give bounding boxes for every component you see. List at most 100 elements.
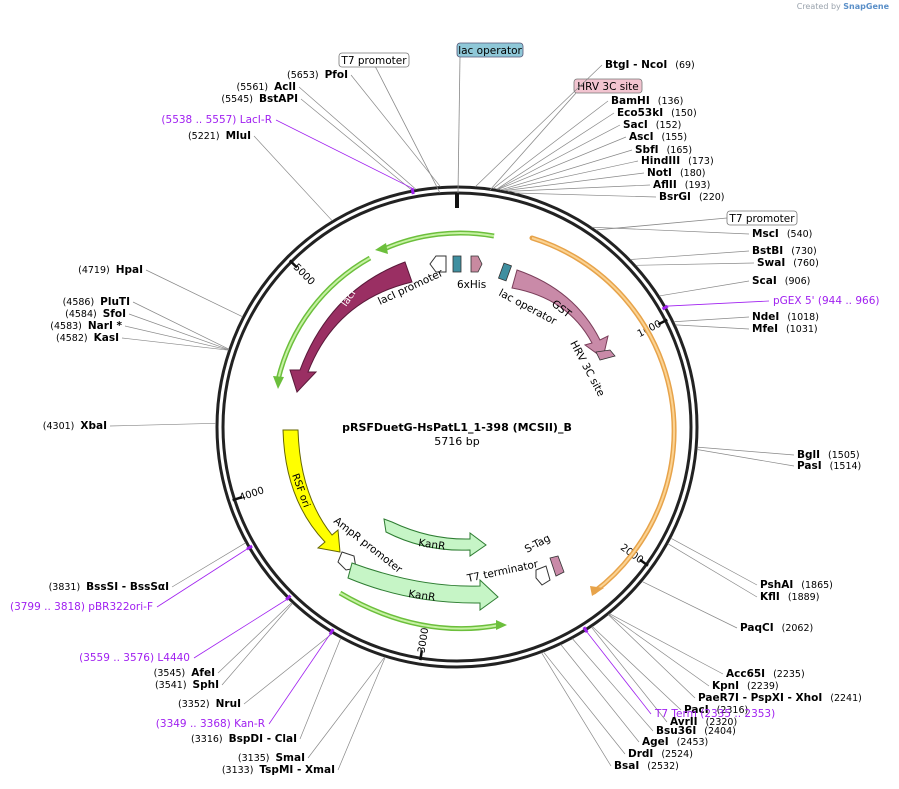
site-leader-line: [500, 149, 633, 191]
site-leader-line: [350, 74, 441, 187]
primer-label: pGEX 5' (944 .. 966): [773, 295, 880, 307]
callout-t7-promoter-right: T7 promoter: [595, 210, 798, 231]
site-label: BsrGI: [659, 191, 691, 203]
site-leader-line: [609, 613, 724, 675]
site-position: (2320): [706, 717, 738, 728]
site-label: SfoI: [103, 308, 126, 320]
primer-mark: [246, 544, 253, 551]
snapgene-credit: Created by SnapGene: [797, 2, 889, 11]
site-label: PluTI: [100, 296, 130, 308]
site-leader-line: [514, 192, 657, 198]
site-leader-line: [591, 226, 750, 235]
backbone: [215, 185, 699, 669]
site-label: HindIII: [641, 155, 680, 167]
feature-label-t7-terminator: T7 terminator: [465, 558, 540, 585]
site-label: KasI: [94, 332, 119, 344]
tick-label: 5000: [291, 262, 317, 288]
site-leader-line: [109, 422, 217, 427]
site-label: KflI: [760, 591, 780, 603]
site-leader-line: [630, 250, 750, 260]
site-leader-line: [502, 160, 639, 191]
feature-label-kanr-outer: KanR: [408, 588, 437, 604]
site-leader-line: [128, 313, 229, 351]
site-label: BamHI: [611, 95, 650, 107]
site-position: (1514): [830, 461, 862, 472]
site-leader-line: [171, 542, 246, 588]
site-label: XbaI: [80, 420, 107, 432]
site-leader-line: [243, 633, 333, 705]
site-label: BspDI - ClaI: [229, 733, 297, 745]
site-leader-line: [572, 638, 654, 732]
site-leader-line: [298, 86, 417, 190]
site-position: (4586): [63, 297, 95, 308]
site-leader-line: [217, 602, 293, 674]
site-leader-line: [667, 543, 758, 598]
site-label: AfeI: [191, 667, 215, 679]
site-leader-line: [608, 614, 710, 687]
site-position: (730): [791, 246, 817, 257]
orf-arc-green-2: [275, 255, 372, 381]
primer-label: (3559 .. 3576) L4440: [79, 652, 190, 664]
site-leader-line: [497, 136, 627, 190]
site-label: MluI: [226, 130, 251, 142]
primer-leader-line: [586, 631, 652, 715]
site-position: (150): [671, 108, 697, 119]
site-leader-line: [496, 112, 615, 190]
site-position: (5221): [188, 131, 220, 142]
primer-mark: [582, 626, 589, 634]
site-position: (3545): [154, 668, 186, 679]
primer-label: (3799 .. 3818) pBR322ori-F: [10, 601, 153, 613]
orf-arrowhead-orange: [590, 586, 604, 596]
site-label: Acc65I: [726, 668, 765, 680]
feature-label-kanr-inner: KanR: [418, 537, 447, 553]
site-position: (540): [787, 229, 813, 240]
plasmid-length: 5716 bp: [434, 435, 479, 448]
feature-lac-operator-left: [452, 255, 462, 273]
origin-marker: [455, 193, 459, 208]
site-position: (69): [675, 60, 695, 71]
site-label: PfoI: [325, 69, 348, 81]
site-leader-line: [504, 172, 645, 192]
site-position: (1865): [801, 580, 833, 591]
site-position: (4583): [50, 321, 82, 332]
orf-arc-green-1: [382, 230, 495, 252]
site-label: PacI: [684, 704, 709, 716]
site-label: BglI: [797, 449, 820, 461]
site-label: BstBI: [752, 245, 783, 257]
site-leader-line: [543, 651, 626, 755]
site-leader-line: [475, 64, 603, 187]
site-position: (906): [785, 276, 811, 287]
site-label: PaeR7I - PspXI - XhoI: [698, 692, 822, 704]
site-label: Eco53kI: [617, 107, 663, 119]
callout-hrv-3c-top: HRV 3C site: [489, 78, 643, 191]
primer-leader-line: [193, 599, 287, 659]
site-labels-right: BtgI - NcoI(69)BamHI(136)Eco53kI(150)Sac…: [475, 59, 862, 772]
site-leader-line: [145, 269, 243, 318]
site-position: (3352): [178, 699, 210, 710]
site-label: AclI: [274, 81, 296, 93]
site-label: HpaI: [116, 264, 143, 276]
primer-label: (5538 .. 5557) LacI-R: [161, 114, 272, 126]
feature-label-6xhis: 6xHis: [457, 279, 486, 291]
site-leader-line: [675, 324, 750, 330]
site-leader-line: [124, 325, 229, 351]
site-leader-line: [300, 98, 413, 191]
site-position: (173): [688, 156, 714, 167]
feature-lac-operator-right: [497, 262, 513, 282]
site-position: (1018): [787, 312, 819, 323]
primer-mark: [285, 594, 292, 601]
snapgene-logo: SnapGene: [843, 2, 889, 11]
primer-label: (3349 .. 3368) Kan-R: [156, 718, 265, 730]
site-leader-line: [591, 626, 682, 711]
site-leader-line: [307, 656, 386, 759]
site-leader-line: [670, 537, 758, 586]
plasmid-title: pRSFDuetG-HsPatL1_1-398 (MCSII)_B: [342, 421, 572, 434]
site-leader-line: [507, 184, 651, 192]
primer-mark: [661, 304, 669, 311]
site-leader-line: [641, 581, 738, 629]
site-label: SwaI: [757, 257, 785, 269]
site-label: BstAPI: [259, 93, 298, 105]
site-position: (2524): [661, 749, 693, 760]
site-label: SacI: [623, 119, 648, 131]
site-label: AvrII: [670, 716, 698, 728]
